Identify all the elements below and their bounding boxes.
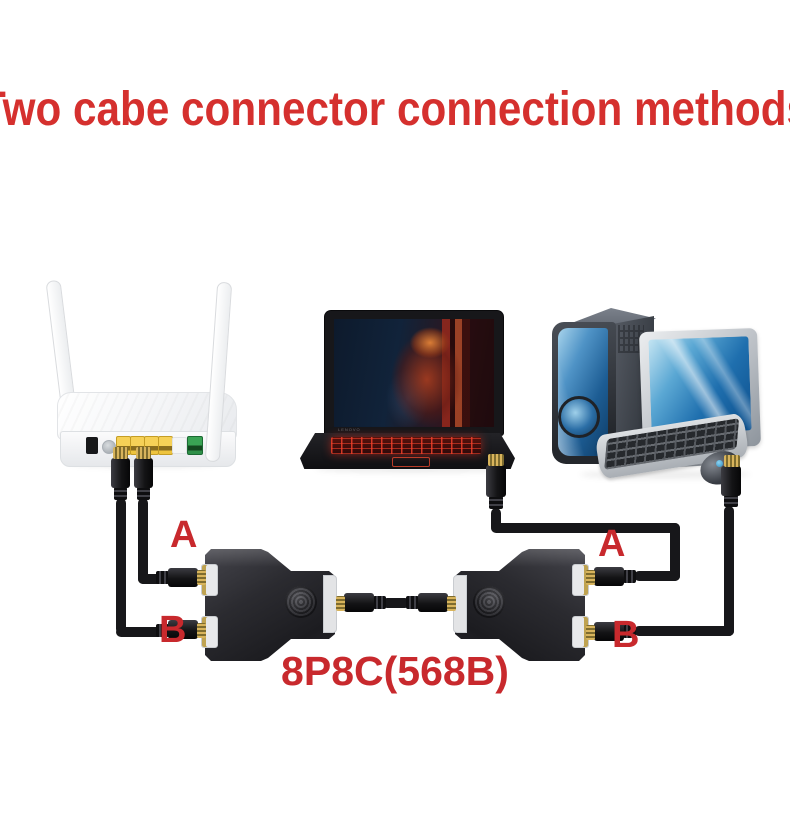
tower-speaker-circle <box>558 396 600 438</box>
ethernet-cable-router-to-a-elbow <box>138 574 172 584</box>
rj45-plug-boot <box>623 570 636 583</box>
router-lan-port-4 <box>158 436 173 455</box>
ethernet-cable-router-to-a <box>138 498 148 584</box>
rj45-plug-tip <box>336 596 345 611</box>
ethernet-cable-router-to-b-elbow <box>116 627 164 637</box>
rj45-plug-boot <box>623 625 636 638</box>
ethernet-cable-laptop-to-a <box>634 571 680 581</box>
laptop-screen-game-art <box>334 319 494 427</box>
rj45-plug-body <box>134 458 153 488</box>
wiring-standard-caption: 8P8C(568B) <box>281 648 509 694</box>
splitter-output-face <box>323 575 337 633</box>
patch-cable-middle <box>382 598 410 608</box>
router-wan-port <box>187 436 203 455</box>
rj45-plug-tip <box>113 447 128 459</box>
router-reset-slot <box>172 437 187 454</box>
ethernet-cable-desktop-down <box>724 506 734 636</box>
rj45-plug-boot <box>114 487 127 500</box>
router-power-port <box>86 437 98 454</box>
rj45-plug-body <box>594 622 624 641</box>
ethernet-cable-laptop-horizontal <box>491 523 680 533</box>
rj45-plug-tip <box>586 625 595 640</box>
rj45-plug-boot <box>406 596 419 609</box>
label-left-b: B <box>159 609 187 651</box>
rj45-plug-boot <box>373 596 386 609</box>
rj45-plug-tip <box>136 447 151 459</box>
rj45-plug-tip <box>197 623 206 638</box>
label-right-b: B <box>612 614 640 656</box>
rj45-plug-body <box>168 568 198 587</box>
rj45-plug-boot <box>489 496 503 509</box>
mouse-scroll-wheel <box>716 460 723 467</box>
ethernet-cable-router-to-b <box>116 498 126 634</box>
ethernet-cable-laptop-vertical <box>670 523 680 581</box>
rj45-plug-body <box>168 620 198 639</box>
rj45-plug-tip <box>488 454 504 466</box>
rj45-plug-boot <box>156 571 169 584</box>
laptop-backlit-keyboard <box>331 437 481 454</box>
splitter-dimple <box>473 586 505 618</box>
rj45-splitter-left <box>201 549 337 661</box>
rj45-splitter-right <box>453 549 589 661</box>
rj45-plug-tip <box>724 455 740 467</box>
rj45-plug-boot <box>156 624 169 637</box>
ethernet-cable-desktop-to-b <box>634 626 734 636</box>
page-title: Two cabe connector connection methods <box>0 83 790 136</box>
rj45-plug-body <box>344 593 374 612</box>
desktop-shadow <box>580 470 750 479</box>
rj45-plug-body <box>594 567 624 586</box>
rj45-plug-boot <box>724 495 738 507</box>
ethernet-cable-laptop-down <box>491 508 501 532</box>
laptop-trackpad <box>392 457 430 467</box>
label-left-a: A <box>170 514 198 556</box>
rj45-plug-tip <box>447 596 456 611</box>
rj45-plug-tip <box>197 570 206 585</box>
rj45-plug-body <box>418 593 448 612</box>
rj45-plug-body <box>721 466 741 496</box>
rj45-plug-tip <box>586 570 595 585</box>
laptop-logo: LENOVO <box>338 427 361 432</box>
label-right-a: A <box>598 523 626 565</box>
rj45-plug-boot <box>137 487 150 500</box>
rj45-plug-body <box>486 465 506 497</box>
rj45-plug-body <box>111 458 130 488</box>
splitter-dimple <box>285 586 317 618</box>
